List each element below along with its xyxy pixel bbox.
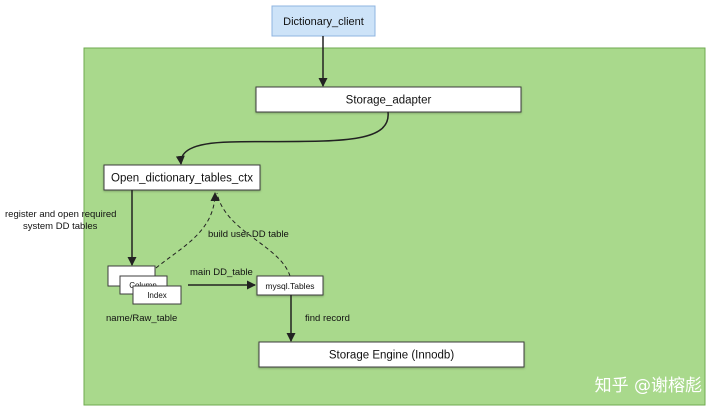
- stack-box-front: [132, 285, 182, 305]
- arrow-adapter-to-ctx: [175, 111, 389, 165]
- watermark-text: 知乎 @谢榕彪: [595, 376, 702, 396]
- register-label-line1: register and open required: [5, 209, 116, 220]
- stack-box-front-label: Index: [147, 291, 167, 300]
- storage-engine-node: [258, 341, 525, 368]
- name-raw-label: name/Raw_table: [106, 313, 177, 324]
- main-dd-label: main DD_table: [190, 267, 253, 278]
- table-stack: Column Index: [107, 265, 182, 305]
- storage-adapter-label: Storage_adapter: [346, 95, 432, 107]
- tables-ctx-node: [103, 164, 261, 191]
- register-label-line2: system DD tables: [23, 221, 98, 232]
- dashed-arrow-tables-to-ctx: [216, 192, 291, 277]
- find-record-label: find record: [305, 313, 350, 324]
- build-user-label: build user DD table: [208, 229, 289, 240]
- dictionary-client-node: Dictionary_client: [271, 5, 376, 37]
- storage-engine-label: Storage Engine (Innodb): [329, 350, 454, 362]
- tables-ctx-label: Open_dictionary_tables_ctx: [111, 173, 253, 185]
- mysql-tables-node: [256, 275, 324, 296]
- dashed-arrow-stack-to-ctx: [155, 192, 220, 269]
- dictionary-client-label: Dictionary_client: [283, 16, 364, 28]
- mysql-tables-label: mysql.Tables: [265, 281, 314, 291]
